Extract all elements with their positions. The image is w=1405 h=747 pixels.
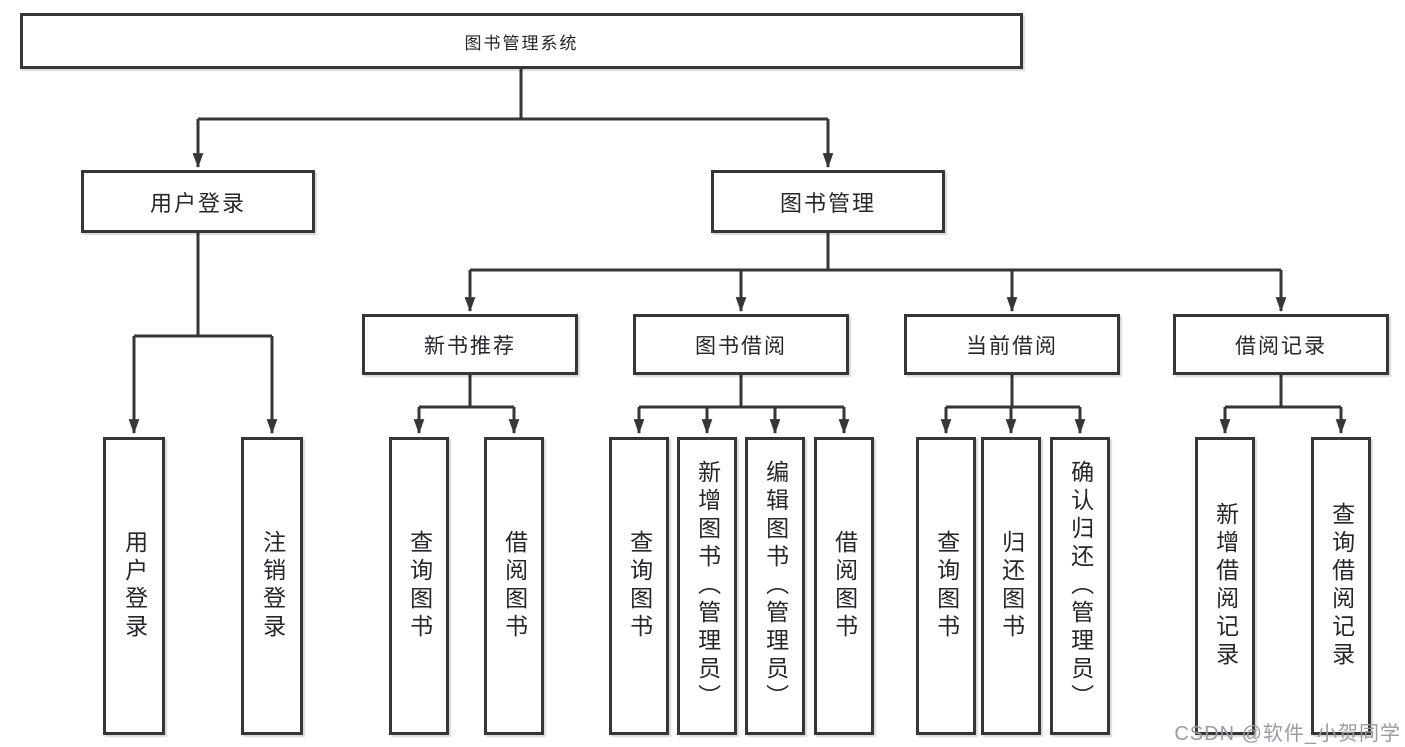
node-borrow-records: 借阅记录 [1173, 314, 1389, 375]
node-label: 图书管理 [779, 190, 876, 216]
csdn-watermark: CSDN @软件_小贺同学 [1174, 723, 1401, 745]
node-book-borrow: 图书借阅 [633, 314, 849, 375]
leaf-borrow-query-books: 查询图书 [609, 437, 669, 735]
node-label: 查询图书 [933, 530, 960, 642]
leaf-current-confirm-return-admin: 确认归还（管理员） [1050, 437, 1110, 735]
node-label: 查询借阅记录 [1328, 502, 1355, 670]
leaf-current-query-books: 查询图书 [916, 437, 976, 735]
node-label: 用户登录 [121, 530, 148, 642]
leaf-borrow-add-books-admin: 新增图书（管理员） [677, 437, 737, 735]
node-label: 新书推荐 [424, 334, 516, 358]
leaf-newbook-borrow-books: 借阅图书 [484, 437, 544, 735]
node-label: 用户登录 [149, 190, 246, 216]
leaf-borrow-borrow-books: 借阅图书 [814, 437, 874, 735]
node-label: 确认归还（管理员） [1067, 460, 1094, 712]
leaf-record-add: 新增借阅记录 [1195, 437, 1255, 735]
leaf-logout: 注销登录 [241, 437, 303, 735]
leaf-record-query: 查询借阅记录 [1311, 437, 1371, 735]
node-label: 归还图书 [998, 530, 1025, 642]
leaf-newbook-query-books: 查询图书 [389, 437, 449, 735]
node-current-borrow: 当前借阅 [904, 314, 1120, 375]
node-label: 图书借阅 [695, 334, 787, 358]
node-label: 查询图书 [406, 530, 433, 642]
node-label: 当前借阅 [966, 334, 1058, 358]
node-user-login: 用户登录 [81, 170, 315, 233]
node-new-book-recommend: 新书推荐 [362, 314, 578, 375]
leaf-current-return-books: 归还图书 [981, 437, 1041, 735]
node-label: 查询图书 [626, 530, 653, 642]
node-book-management: 图书管理 [711, 170, 945, 233]
node-label: 注销登录 [259, 530, 286, 642]
node-label: 新增图书（管理员） [694, 460, 721, 712]
node-label: 借阅图书 [831, 530, 858, 642]
node-label: 编辑图书（管理员） [762, 460, 789, 712]
node-label: 图书管理系统 [464, 33, 579, 53]
node-label: 借阅图书 [501, 530, 528, 642]
node-library-management-system: 图书管理系统 [20, 13, 1023, 69]
node-label: 借阅记录 [1235, 334, 1327, 358]
leaf-user-login: 用户登录 [103, 437, 165, 735]
leaf-borrow-edit-books-admin: 编辑图书（管理员） [745, 437, 805, 735]
node-label: 新增借阅记录 [1212, 502, 1239, 670]
